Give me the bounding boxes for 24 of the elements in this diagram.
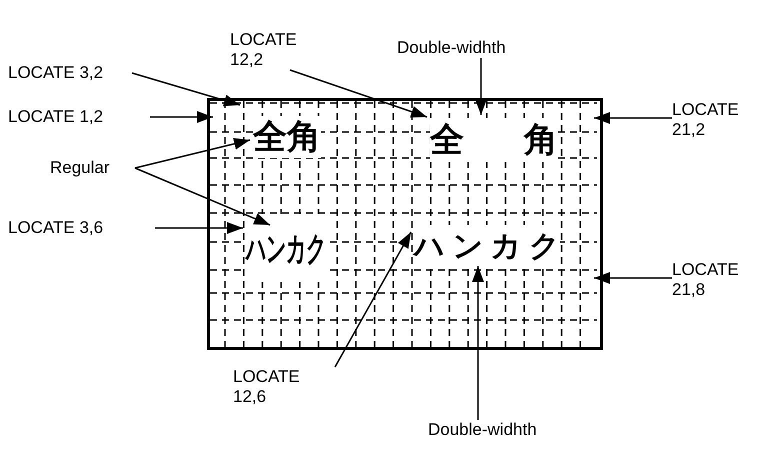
callout-label: LOCATE 1,2 bbox=[8, 107, 104, 127]
callout-label: LOCATE 21,2 bbox=[672, 100, 740, 140]
leader-arrow bbox=[334, 232, 412, 368]
screen-text: 全角 bbox=[253, 116, 321, 158]
leader-arrow bbox=[475, 58, 487, 115]
leader-arrow bbox=[150, 111, 213, 123]
leader-arrow bbox=[290, 69, 428, 118]
screen-text: ハンカク bbox=[246, 214, 326, 282]
callout-label: LOCATE 3,2 bbox=[8, 63, 104, 83]
callout-label: LOCATE 3,6 bbox=[8, 218, 104, 238]
callout-label: LOCATE 12,2 bbox=[230, 30, 298, 70]
callout-label: Regular bbox=[50, 158, 111, 178]
callout-label: LOCATE 12,6 bbox=[233, 367, 301, 407]
leader-arrow bbox=[594, 112, 672, 124]
leader-arrow bbox=[594, 272, 672, 284]
leader-arrow bbox=[132, 72, 240, 106]
leader-arrow bbox=[134, 138, 250, 169]
screen-grid bbox=[207, 98, 603, 350]
callout-label: LOCATE 21,8 bbox=[672, 260, 740, 300]
callout-label: Double-widhth bbox=[428, 420, 538, 440]
leader-arrow bbox=[134, 167, 270, 226]
leader-arrow bbox=[472, 266, 484, 420]
leader-arrow bbox=[155, 222, 243, 234]
callout-label: Double-widhth bbox=[397, 38, 507, 58]
